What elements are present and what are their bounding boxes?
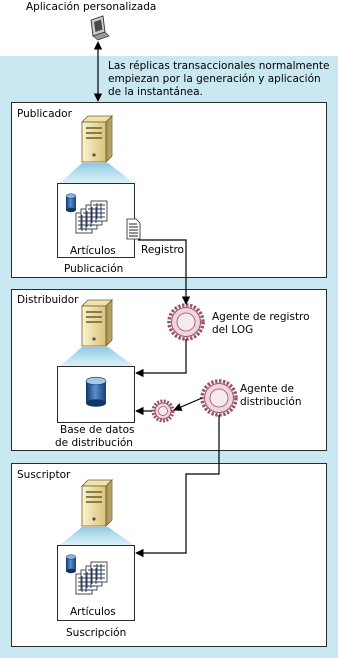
distribution-agent-label-1: Agente de <box>240 383 295 395</box>
data-flow-arrows <box>135 239 220 558</box>
note-line-3: de la instantánea. <box>108 86 203 98</box>
log-file-icon <box>126 218 141 240</box>
distributor-title: Distribuidor <box>17 294 79 306</box>
distribution-agent-label-2: distribución <box>240 396 302 408</box>
database-icon <box>85 376 107 407</box>
publisher-server-icon <box>60 115 134 183</box>
log-label: Registro <box>141 244 184 256</box>
log-agent-gear-icon <box>167 303 205 341</box>
computer-icon <box>90 15 110 41</box>
subscriber-server-icon <box>60 479 134 545</box>
subscriber-title: Suscriptor <box>17 469 71 481</box>
publication-articles-icon <box>65 193 108 234</box>
distribution-db-label-1: Base de datos <box>60 424 135 436</box>
publication-articles-label: Artículos <box>70 245 116 257</box>
log-agent-label-1: Agente de registro <box>212 311 310 323</box>
publisher-title: Publicador <box>17 108 72 120</box>
custom-app-label: Aplicación personalizada <box>26 1 157 13</box>
distribution-agent-gear-icon <box>151 379 238 423</box>
note-line-2: empiezan por la generación y aplicación <box>108 73 321 85</box>
distribution-db-label-2: de distribución <box>55 437 133 449</box>
subscription-articles-icon <box>65 554 108 595</box>
log-agent-label-2: del LOG <box>212 324 254 336</box>
subscription-articles-label: Artículos <box>70 606 116 618</box>
subscription-label: Suscripción <box>66 627 127 639</box>
distributor-server-icon <box>60 299 134 366</box>
note-line-1: Las réplicas transaccionales normalmente <box>108 60 330 72</box>
publication-label: Publicación <box>64 263 124 275</box>
